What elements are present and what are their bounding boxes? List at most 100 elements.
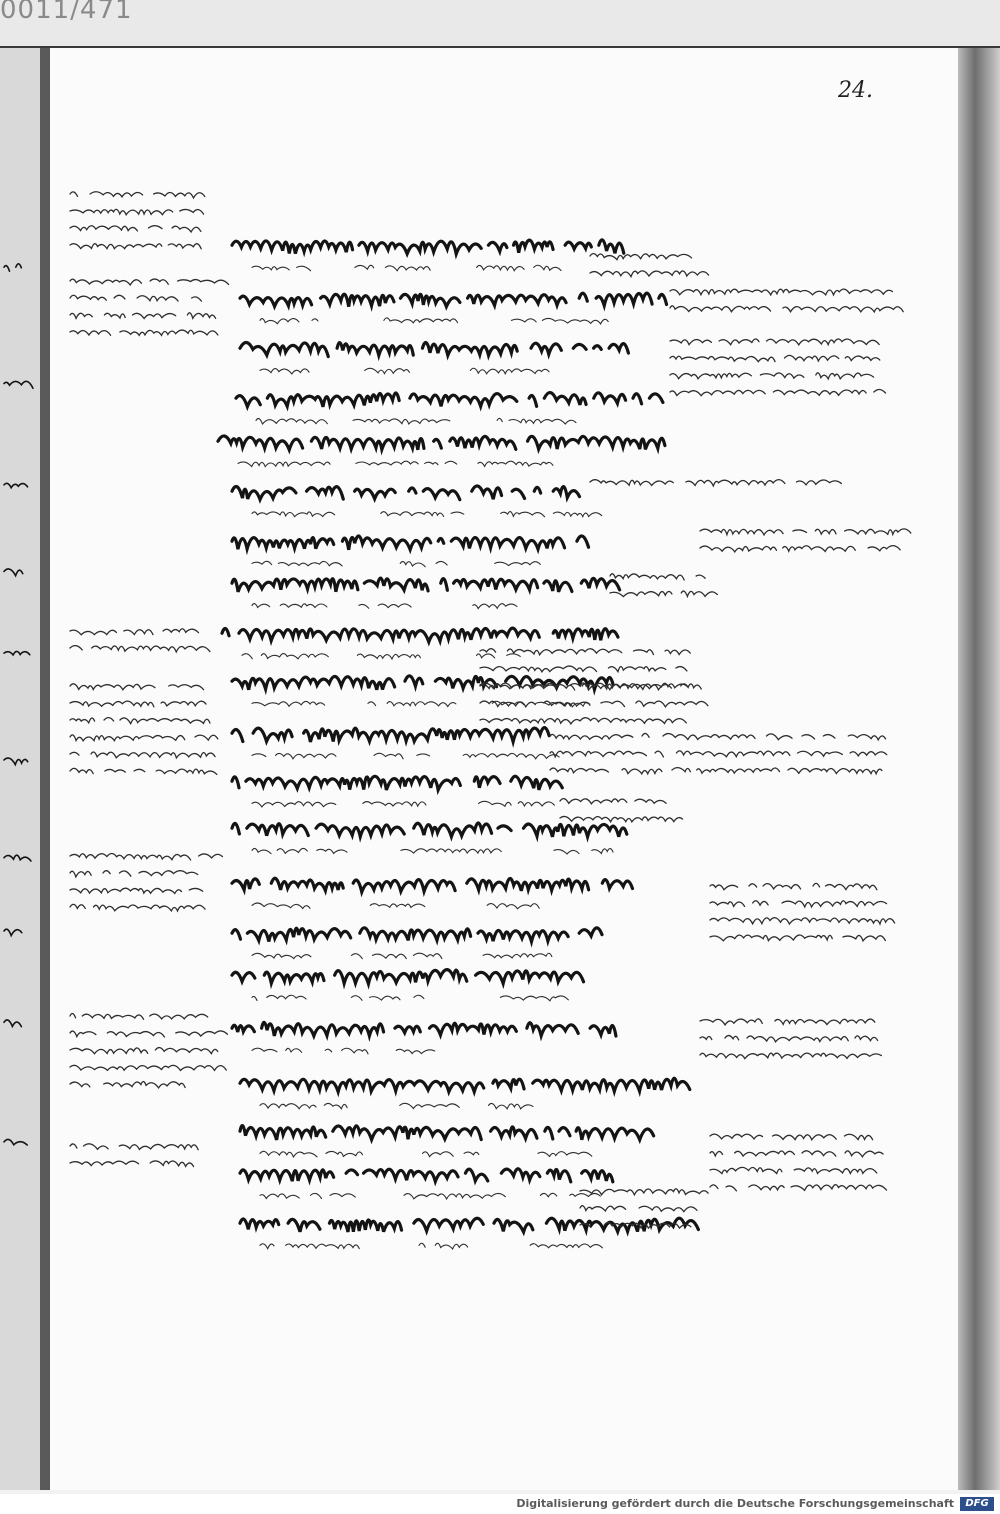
- interlinear-gloss: [500, 996, 575, 1001]
- interlinear-gloss: [373, 752, 431, 760]
- facing-page-text: [3, 380, 34, 390]
- right-margin-note: [699, 528, 912, 537]
- interlinear-gloss: [255, 417, 328, 426]
- left-margin-note: [69, 628, 200, 636]
- interlinear-gloss: [350, 952, 443, 960]
- right-margin-note: [589, 478, 843, 488]
- right-margin-note: [710, 1185, 895, 1191]
- interlinear-gloss: [421, 1151, 480, 1158]
- interlinear-gloss: [473, 604, 528, 609]
- right-margin-note: [699, 1052, 883, 1060]
- interlinear-gloss: [259, 1243, 360, 1250]
- book-edge: [958, 0, 1000, 1490]
- left-margin-note: [69, 208, 205, 217]
- right-margin-note: [669, 388, 887, 397]
- interlinear-gloss: [251, 847, 348, 855]
- interlinear-gloss: [358, 603, 412, 609]
- main-text-line: [230, 876, 635, 898]
- interlinear-gloss: [529, 1243, 603, 1249]
- interlinear-gloss: [477, 654, 532, 658]
- left-margin-note: [69, 852, 224, 861]
- folio-number: 24.: [838, 78, 873, 103]
- interlinear-gloss: [252, 701, 336, 706]
- interlinear-gloss: [251, 603, 328, 609]
- main-text-line: [238, 1216, 700, 1237]
- right-margin-note: [480, 718, 698, 724]
- left-margin-note: [70, 904, 218, 911]
- interlinear-gloss: [370, 904, 432, 908]
- left-margin-note: [69, 278, 230, 287]
- main-text-line: [220, 626, 620, 647]
- interlinear-gloss: [399, 560, 448, 568]
- left-margin-note: [70, 718, 221, 724]
- main-text-line: [238, 291, 669, 312]
- main-text-line: [216, 434, 667, 456]
- main-text-line: [230, 1020, 618, 1043]
- right-margin-note: [549, 732, 887, 742]
- left-margin-note: [69, 329, 219, 337]
- folio-page: [50, 40, 983, 1490]
- interlinear-gloss: [259, 1150, 364, 1159]
- interlinear-gloss: [251, 265, 312, 272]
- right-margin-note: [579, 1221, 692, 1230]
- main-text-line: [230, 926, 604, 948]
- left-margin-note: [70, 192, 213, 198]
- interlinear-gloss: [251, 511, 336, 518]
- interlinear-gloss: [487, 904, 551, 909]
- interlinear-gloss: [260, 319, 331, 324]
- right-margin-note: [709, 934, 887, 943]
- top-page-edge: 0011/471: [0, 0, 1000, 48]
- left-margin-note: [69, 644, 211, 654]
- interlinear-gloss: [482, 952, 553, 959]
- left-margin-note: [69, 294, 203, 303]
- interlinear-gloss: [496, 417, 577, 425]
- left-margin-note: [69, 243, 202, 251]
- right-margin-note: [710, 1151, 895, 1157]
- main-text-line: [230, 726, 551, 749]
- facing-page-text: [3, 757, 29, 767]
- interlinear-gloss: [242, 654, 340, 659]
- facing-page-text: [4, 929, 28, 935]
- interlinear-gloss: [352, 418, 451, 425]
- interlinear-gloss: [396, 1049, 442, 1053]
- interlinear-gloss: [553, 848, 614, 855]
- main-text-line: [234, 391, 665, 412]
- interlinear-gloss: [380, 511, 465, 518]
- facing-page-text: [3, 650, 31, 657]
- interlinear-gloss: [351, 995, 437, 1000]
- interlinear-gloss: [487, 1102, 534, 1110]
- interlinear-gloss: [251, 1047, 303, 1053]
- interlinear-gloss: [403, 1192, 506, 1201]
- right-margin-note: [669, 354, 881, 363]
- facing-page-text: [3, 568, 24, 578]
- left-margin-note: [69, 1012, 209, 1020]
- interlinear-gloss: [259, 368, 310, 375]
- main-text-line: [230, 968, 586, 990]
- interlinear-gloss: [419, 1243, 478, 1249]
- interlinear-gloss: [356, 461, 464, 465]
- interlinear-gloss: [477, 460, 554, 468]
- right-margin-note: [710, 901, 899, 907]
- left-margin-note: [69, 1030, 229, 1039]
- interlinear-gloss: [477, 800, 555, 808]
- right-margin-note: [549, 767, 883, 776]
- left-margin-note: [70, 701, 213, 707]
- main-text-line: [230, 484, 582, 504]
- interlinear-gloss: [500, 511, 603, 518]
- interlinear-gloss: [251, 994, 307, 1002]
- footer-bar: Digitalisierung gefördert durch die Deut…: [0, 1494, 1000, 1514]
- facing-page-text: [3, 854, 32, 862]
- right-margin-note: [479, 665, 688, 674]
- right-margin-note: [699, 1034, 879, 1043]
- funding-credit: Digitalisierung gefördert durch die Deut…: [516, 1497, 954, 1510]
- main-text-line: [240, 1169, 622, 1182]
- right-margin-note: [699, 545, 901, 554]
- right-margin-note: [559, 797, 667, 805]
- interlinear-gloss: [354, 264, 431, 272]
- right-margin-note: [559, 815, 684, 824]
- left-margin-note: [69, 1064, 227, 1072]
- interlinear-gloss: [399, 1102, 460, 1110]
- right-margin-note: [709, 917, 896, 926]
- shelfmark-fragment: 0011/471: [0, 0, 133, 20]
- right-margin-note: [710, 1134, 885, 1140]
